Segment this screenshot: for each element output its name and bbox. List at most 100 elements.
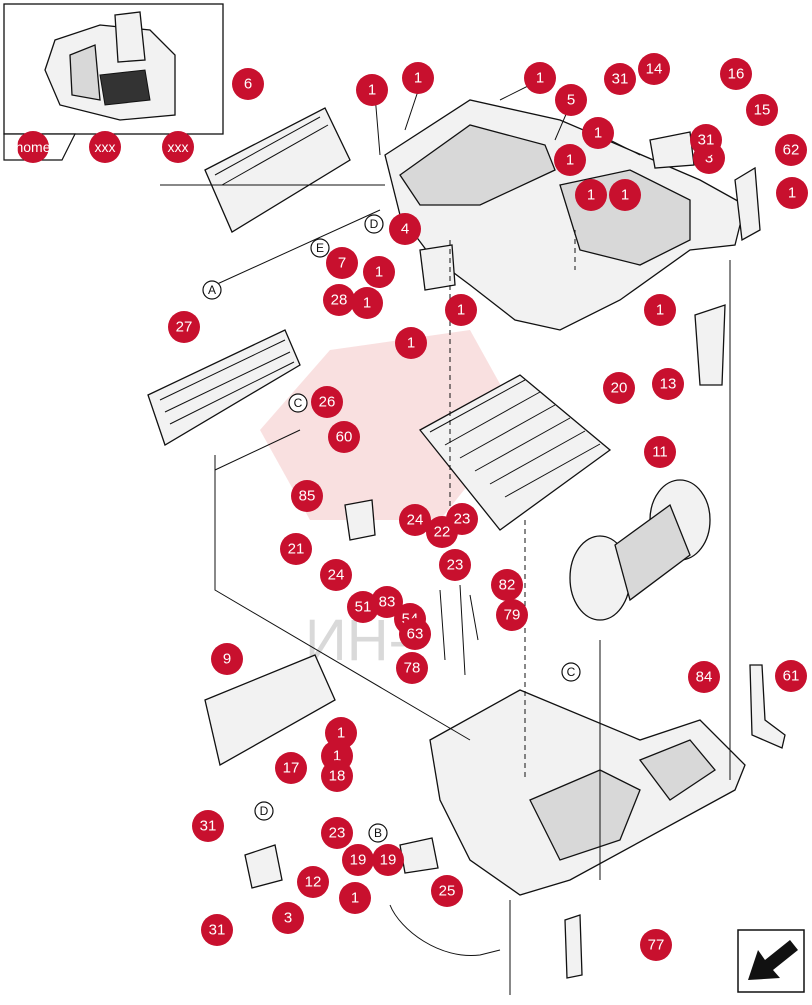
callout-label: 23 [447,557,464,574]
callout-label: 23 [454,511,471,528]
callout-13[interactable]: 13 [652,368,684,400]
callout-31[interactable]: 31 [201,914,233,946]
letter-marker-a: A [202,280,222,300]
callout-6[interactable]: 6 [232,68,264,100]
callout-label: 11 [652,444,668,461]
callout-24[interactable]: 24 [399,504,431,536]
arrow-down-left-icon[interactable] [737,929,805,993]
callout-label: 79 [504,607,521,624]
callout-23[interactable]: 23 [439,549,471,581]
callout-1[interactable]: 1 [339,882,371,914]
callout-31[interactable]: 31 [690,124,722,156]
callout-77[interactable]: 77 [640,929,672,961]
callout-1[interactable]: 1 [554,144,586,176]
callout-3[interactable]: 3 [272,902,304,934]
callout-1[interactable]: 1 [402,62,434,94]
letter-label: D [260,804,269,818]
callout-label: 5 [567,92,575,109]
callout-label: 1 [337,725,345,742]
callout-61[interactable]: 61 [775,660,807,692]
callout-51[interactable]: 51 [347,591,379,623]
callout-23[interactable]: 23 [446,503,478,535]
callout-label: 24 [328,567,345,584]
letter-marker-e: E [310,238,330,258]
callout-31[interactable]: 31 [192,810,224,842]
callout-label: 63 [407,626,424,643]
callout-label: 17 [283,760,300,777]
callout-21[interactable]: 21 [280,533,312,565]
letter-label: C [567,665,576,679]
callout-1[interactable]: 1 [524,62,556,94]
callout-1[interactable]: 1 [445,294,477,326]
callout-5[interactable]: 5 [555,84,587,116]
callout-label: 1 [333,748,341,765]
callout-label: 19 [380,852,397,869]
callout-label: 61 [783,668,800,685]
callout-31[interactable]: 31 [604,63,636,95]
callout-1[interactable]: 1 [575,179,607,211]
callout-label: 78 [404,660,421,677]
callout-23[interactable]: 23 [321,817,353,849]
callout-20[interactable]: 20 [603,372,635,404]
callout-1[interactable]: 1 [609,179,641,211]
callout-7[interactable]: 7 [326,247,358,279]
callout-1[interactable]: 1 [356,74,388,106]
callout-79[interactable]: 79 [496,599,528,631]
callout-label: 1 [566,152,574,169]
letter-label: A [208,283,216,297]
callout-84[interactable]: 84 [688,661,720,693]
callout-85[interactable]: 85 [291,480,323,512]
callout-label: 27 [176,319,193,336]
home-tab-label: home [15,139,50,155]
callout-82[interactable]: 82 [491,569,523,601]
callout-25[interactable]: 25 [431,875,463,907]
home-tab[interactable]: home [15,131,51,163]
letter-marker-d: D [364,214,384,234]
callout-label: 1 [351,890,359,907]
callout-16[interactable]: 16 [720,58,752,90]
callout-1[interactable]: 1 [395,327,427,359]
callout-63[interactable]: 63 [399,618,431,650]
callout-label: 31 [698,132,715,149]
tab-xxx-1[interactable]: xxx [89,131,121,163]
callout-83[interactable]: 83 [371,586,403,618]
callout-label: 31 [200,818,217,835]
callout-label: 1 [363,295,371,312]
callout-label: 4 [401,221,409,238]
callout-9[interactable]: 9 [211,643,243,675]
callout-60[interactable]: 60 [328,421,360,453]
callout-label: 25 [439,883,456,900]
callout-label: 62 [783,142,800,159]
callout-15[interactable]: 15 [746,94,778,126]
callout-4[interactable]: 4 [389,213,421,245]
callout-label: 20 [611,380,628,397]
callout-1[interactable]: 1 [351,287,383,319]
callout-label: 26 [319,394,336,411]
callout-label: 83 [379,594,396,611]
callout-label: 24 [407,512,424,529]
callout-label: 23 [329,825,346,842]
callout-label: 3 [284,910,292,927]
callout-label: 1 [457,302,465,319]
callout-26[interactable]: 26 [311,386,343,418]
callout-19[interactable]: 19 [372,844,404,876]
callout-24[interactable]: 24 [320,559,352,591]
callout-12[interactable]: 12 [297,866,329,898]
tab-xxx-2[interactable]: xxx [162,131,194,163]
callout-1[interactable]: 1 [582,117,614,149]
callout-1[interactable]: 1 [644,294,676,326]
callout-19[interactable]: 19 [342,844,374,876]
callout-28[interactable]: 28 [323,284,355,316]
callout-11[interactable]: 11 [644,436,676,468]
callout-18[interactable]: 18 [321,760,353,792]
callout-label: 7 [338,255,346,272]
callout-17[interactable]: 17 [275,752,307,784]
callout-label: 1 [788,185,796,202]
callout-1[interactable]: 1 [363,256,395,288]
callout-label: 31 [612,71,629,88]
callout-1[interactable]: 1 [776,177,808,209]
callout-27[interactable]: 27 [168,311,200,343]
callout-78[interactable]: 78 [396,652,428,684]
callout-14[interactable]: 14 [638,53,670,85]
callout-62[interactable]: 62 [775,134,807,166]
